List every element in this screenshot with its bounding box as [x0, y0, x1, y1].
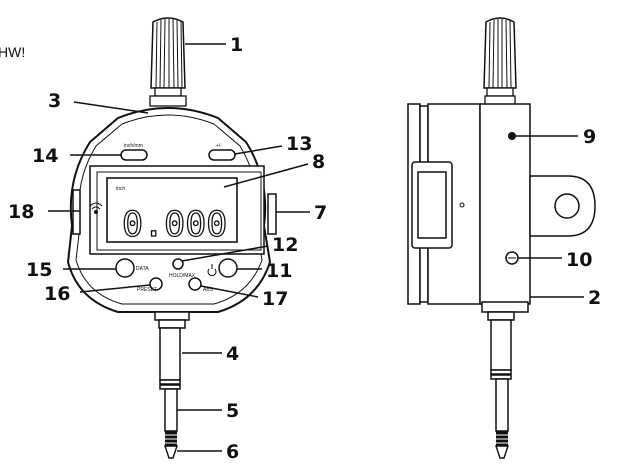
- preset-button[interactable]: [149, 277, 163, 291]
- callout-6: 6: [226, 441, 239, 463]
- callout-numbers: 1 2 3 4 5 6 7 8 9 10 11 12 13 14 15 16 1…: [8, 34, 601, 463]
- callout-8: 8: [312, 151, 325, 173]
- corner-text: HW!: [0, 44, 25, 60]
- callout-15: 15: [26, 259, 52, 281]
- lcd-display: [106, 177, 238, 243]
- wireless-icon: [89, 202, 103, 214]
- front-view: inch/mm +/- inch 0.000 DATA HOLD/MAX PRE…: [66, 17, 277, 459]
- callout-12: 12: [272, 234, 298, 256]
- lcd-unit-label: inch: [116, 186, 125, 192]
- hold-max-label: HOLD/MAX: [169, 273, 196, 279]
- plus-minus-button[interactable]: [208, 149, 236, 161]
- lifting-knob: [149, 17, 187, 107]
- callout-14: 14: [32, 145, 58, 167]
- callout-2: 2: [588, 287, 601, 309]
- side-knob: [483, 17, 517, 107]
- callout-16: 16: [44, 283, 70, 305]
- plus-minus-label: +/-: [216, 143, 222, 149]
- lcd-reading: 0.000: [122, 205, 227, 245]
- inch-mm-label: inch/mm: [124, 143, 143, 149]
- callout-18: 18: [8, 201, 34, 223]
- contact-point: [164, 431, 178, 459]
- callout-9: 9: [583, 126, 596, 148]
- leader-lines: [48, 43, 584, 452]
- side-contact-point: [495, 431, 509, 459]
- callout-17: 17: [262, 288, 288, 310]
- abs-label: ABS: [203, 287, 214, 293]
- battery-door-icon: [411, 161, 453, 249]
- mounting-lug-icon: [529, 175, 596, 237]
- power-icon: [207, 264, 217, 277]
- data-label: DATA: [136, 266, 149, 272]
- data-button[interactable]: [115, 258, 135, 278]
- front-stem: [154, 311, 190, 432]
- callout-4: 4: [226, 343, 239, 365]
- power-button[interactable]: [218, 258, 238, 278]
- callout-11: 11: [266, 260, 292, 282]
- abs-button[interactable]: [188, 277, 202, 291]
- callout-7: 7: [314, 202, 327, 224]
- preset-label: PRESET: [137, 287, 157, 293]
- callout-13: 13: [286, 133, 312, 155]
- side-stem: [487, 311, 515, 432]
- inch-mm-button[interactable]: [120, 149, 148, 161]
- side-view: [407, 17, 596, 459]
- callout-10: 10: [566, 249, 592, 271]
- hold-max-button[interactable]: [172, 258, 184, 270]
- callout-5: 5: [226, 400, 239, 422]
- callout-3: 3: [48, 90, 61, 112]
- callout-1: 1: [230, 34, 243, 56]
